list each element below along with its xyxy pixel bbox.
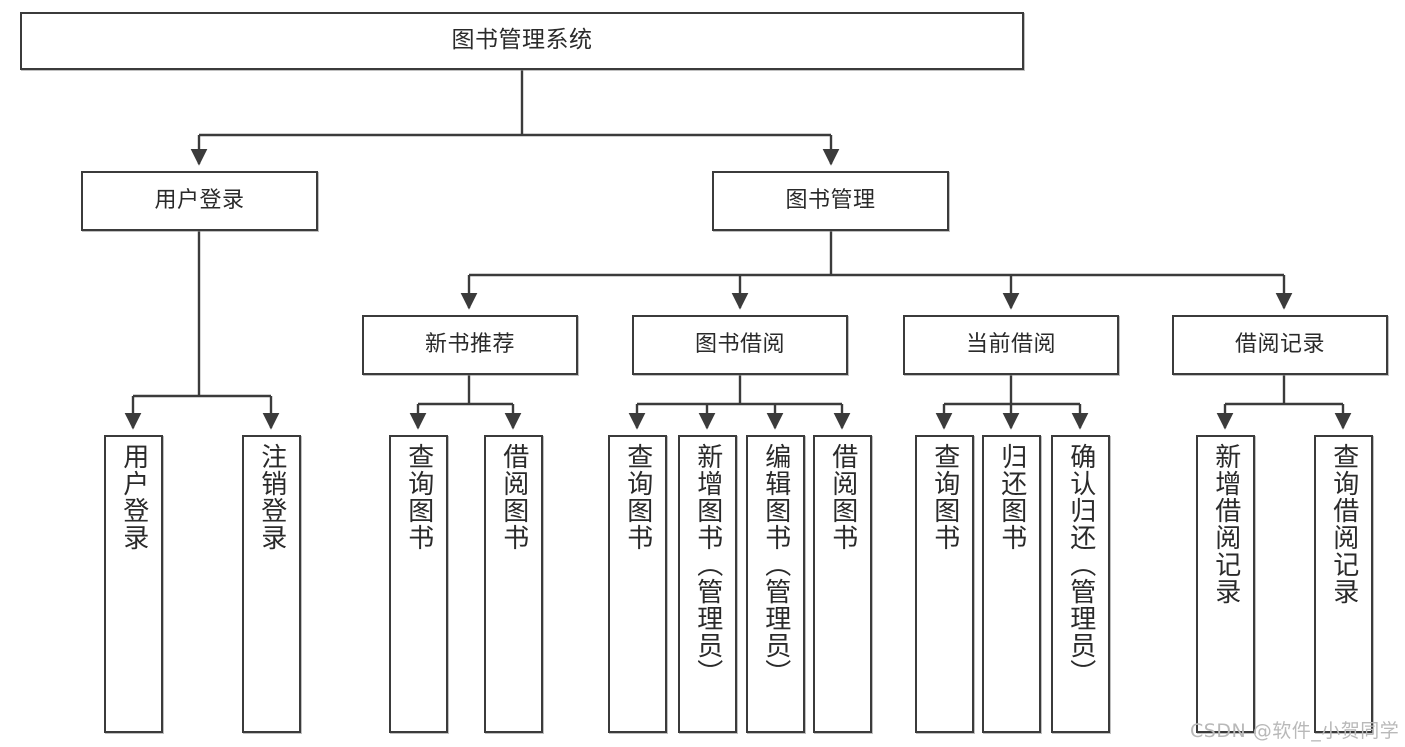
node-leaf-borrow-book-2-label: 借阅图书 xyxy=(827,443,858,551)
node-leaf-add-book-label: 新增图书（管理员） xyxy=(692,443,723,686)
node-new-book-rec[interactable]: 新书推荐 xyxy=(362,315,578,375)
node-leaf-query-record-label: 查询借阅记录 xyxy=(1328,443,1359,605)
node-leaf-add-record-label: 新增借阅记录 xyxy=(1210,443,1241,605)
node-leaf-query-book-2[interactable]: 查询图书 xyxy=(608,435,667,733)
node-root[interactable]: 图书管理系统 xyxy=(20,12,1024,70)
node-leaf-logout-login[interactable]: 注销登录 xyxy=(242,435,301,733)
node-current-borrow[interactable]: 当前借阅 xyxy=(903,315,1119,375)
node-leaf-edit-book[interactable]: 编辑图书（管理员） xyxy=(746,435,805,733)
node-leaf-query-book-3-label: 查询图书 xyxy=(929,443,960,551)
node-leaf-query-book-3[interactable]: 查询图书 xyxy=(915,435,974,733)
node-user-login[interactable]: 用户登录 xyxy=(81,171,318,231)
node-borrow-record[interactable]: 借阅记录 xyxy=(1172,315,1388,375)
node-leaf-query-book-1-label: 查询图书 xyxy=(403,443,434,551)
csdn-watermark: CSDN @软件_小贺同学 xyxy=(1190,720,1400,742)
node-user-login-label: 用户登录 xyxy=(154,188,245,214)
node-book-manage[interactable]: 图书管理 xyxy=(712,171,949,231)
node-leaf-borrow-book-1-label: 借阅图书 xyxy=(498,443,529,551)
node-current-borrow-label: 当前借阅 xyxy=(965,332,1056,358)
node-leaf-borrow-book-2[interactable]: 借阅图书 xyxy=(813,435,872,733)
node-leaf-user-login[interactable]: 用户登录 xyxy=(104,435,163,733)
node-leaf-add-book[interactable]: 新增图书（管理员） xyxy=(678,435,737,733)
node-leaf-confirm-return-label: 确认归还（管理员） xyxy=(1065,443,1096,686)
node-leaf-edit-book-label: 编辑图书（管理员） xyxy=(760,443,791,686)
node-book-borrow[interactable]: 图书借阅 xyxy=(632,315,848,375)
node-leaf-logout-login-label: 注销登录 xyxy=(256,443,287,551)
node-leaf-add-record[interactable]: 新增借阅记录 xyxy=(1196,435,1255,733)
node-root-label: 图书管理系统 xyxy=(451,27,593,54)
node-leaf-user-login-label: 用户登录 xyxy=(118,443,149,551)
node-leaf-query-record[interactable]: 查询借阅记录 xyxy=(1314,435,1373,733)
node-leaf-query-book-1[interactable]: 查询图书 xyxy=(389,435,448,733)
node-leaf-confirm-return[interactable]: 确认归还（管理员） xyxy=(1051,435,1110,733)
node-leaf-return-book[interactable]: 归还图书 xyxy=(982,435,1041,733)
node-borrow-record-label: 借阅记录 xyxy=(1234,332,1325,358)
node-leaf-borrow-book-1[interactable]: 借阅图书 xyxy=(484,435,543,733)
node-book-borrow-label: 图书借阅 xyxy=(694,332,785,358)
node-leaf-query-book-2-label: 查询图书 xyxy=(622,443,653,551)
node-new-book-rec-label: 新书推荐 xyxy=(424,332,515,358)
node-leaf-return-book-label: 归还图书 xyxy=(996,443,1027,551)
node-book-manage-label: 图书管理 xyxy=(785,188,876,214)
